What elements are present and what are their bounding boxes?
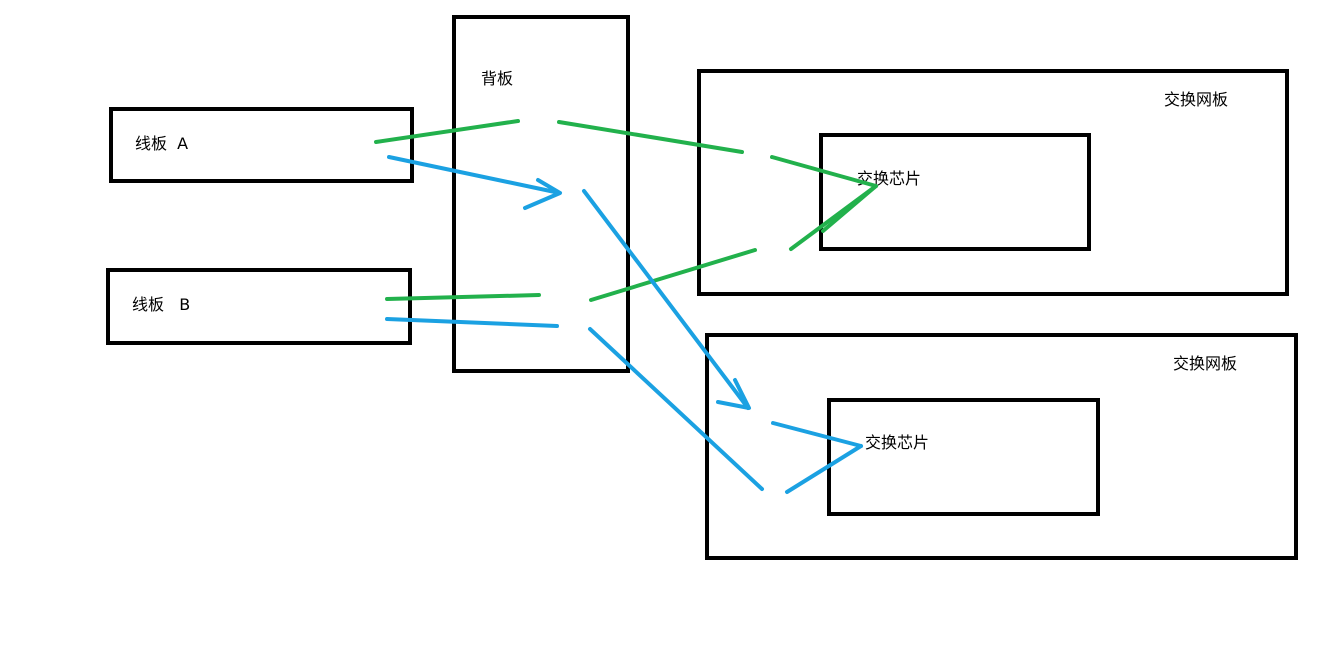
backplane-label: 背板: [481, 69, 514, 88]
line-card-b-label: 线板 B: [132, 295, 191, 314]
switch-chip-2-box: [827, 398, 1100, 516]
switch-fabric-board-1: [697, 69, 1289, 296]
line-card-a-box: [109, 107, 414, 183]
switch-fabric-1-label: 交换网板: [1164, 90, 1229, 109]
switch-fabric-2-label: 交换网板: [1173, 354, 1238, 373]
switch-chip-1-box: [819, 133, 1091, 251]
switch-chip-1-label: 交换芯片: [857, 169, 922, 188]
backplane-box: [452, 15, 630, 373]
switch-chip-2-label: 交换芯片: [865, 433, 930, 452]
line-card-a-label: 线板 A: [135, 134, 189, 153]
line-card-b-box: [106, 268, 412, 345]
